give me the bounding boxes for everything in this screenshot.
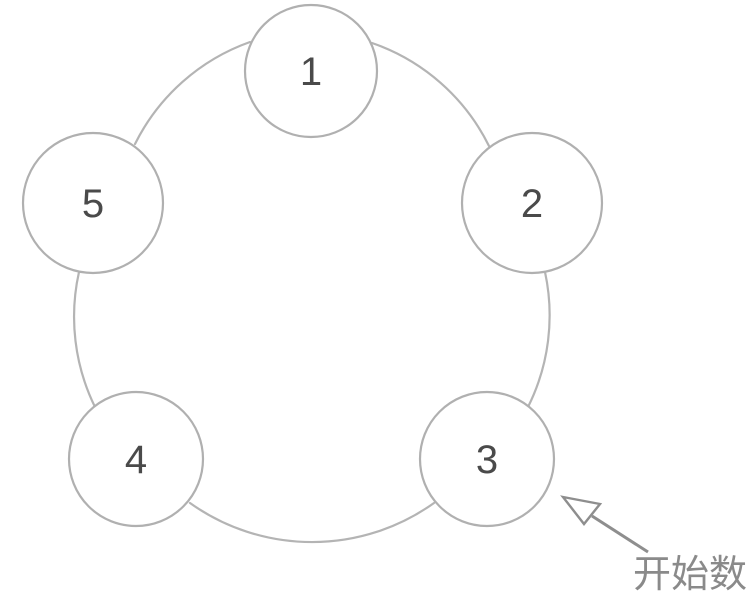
node-circle-2[interactable] <box>460 131 604 275</box>
arc-4-to-5 <box>72 270 97 409</box>
node-label-5: 5 <box>82 182 104 226</box>
node-group-1[interactable]: 1 <box>243 3 379 139</box>
arc-3-to-4 <box>188 501 436 544</box>
node-group-5[interactable]: 5 <box>21 131 165 275</box>
node-group-3[interactable]: 3 <box>418 390 556 528</box>
node-group-4[interactable]: 4 <box>67 390 205 528</box>
arc-1-to-2 <box>370 41 491 148</box>
node-circle-3[interactable] <box>418 390 556 528</box>
node-circle-4[interactable] <box>67 390 205 528</box>
arc-2-to-3 <box>526 270 551 409</box>
ring-arcs <box>72 40 551 544</box>
annotation-arrow-head-icon <box>560 495 603 526</box>
node-label-1: 1 <box>300 50 322 94</box>
node-label-4: 4 <box>125 438 147 482</box>
node-circle-1[interactable] <box>243 3 379 139</box>
arc-5-to-1 <box>133 40 252 146</box>
annotation-arrow-shaft <box>591 514 649 554</box>
node-circle-5[interactable] <box>21 131 165 275</box>
node-label-2: 2 <box>521 182 543 226</box>
annotation-arrow <box>560 495 649 554</box>
annotation-label: 开始数 <box>633 552 748 596</box>
node-label-3: 3 <box>476 438 498 482</box>
node-group-2[interactable]: 2 <box>460 131 604 275</box>
